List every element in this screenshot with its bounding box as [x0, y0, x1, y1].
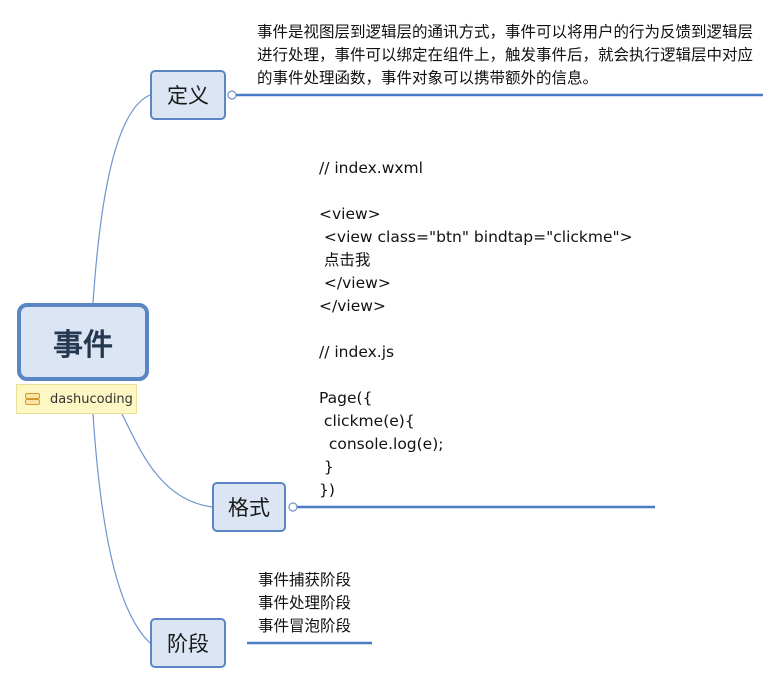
- format-collapse-handle: [288, 502, 298, 512]
- topic-format-label: 格式: [228, 496, 270, 520]
- central-topic-label: 事件: [53, 328, 113, 363]
- label-tag: dashucoding: [16, 384, 137, 414]
- code-line: clickme(e){: [319, 412, 415, 430]
- topic-phases-label: 阶段: [167, 632, 209, 656]
- code-line: <view>: [319, 205, 381, 223]
- connector-root-definition: [92, 94, 151, 304]
- code-line: // index.js: [319, 343, 395, 361]
- definition-text: 事件是视图层到逻辑层的通讯方式，事件可以将用户的行为反馈到逻辑层进行处理，事件可…: [257, 23, 754, 87]
- phase-item: 事件冒泡阶段: [258, 617, 352, 635]
- phase-item: 事件捕获阶段: [258, 571, 352, 589]
- label-tag-text: dashucoding: [50, 391, 133, 407]
- code-line: Page({: [319, 389, 373, 407]
- code-line: }): [319, 481, 335, 499]
- code-line: console.log(e);: [319, 435, 444, 453]
- topic-definition-label: 定义: [167, 84, 209, 108]
- definition-collapse-handle: [227, 90, 237, 100]
- code-line: }: [319, 458, 334, 476]
- code-line: <view class="btn" bindtap="clickme">: [319, 228, 633, 246]
- topic-format[interactable]: 格式: [212, 482, 286, 532]
- code-line: </view>: [319, 274, 391, 292]
- connector-root-format: [121, 413, 213, 508]
- topic-phases[interactable]: 阶段: [150, 618, 226, 668]
- code-line: // index.wxml: [319, 159, 423, 177]
- phase-item: 事件处理阶段: [258, 594, 352, 612]
- topic-definition[interactable]: 定义: [150, 70, 226, 120]
- code-line: </view>: [319, 297, 386, 315]
- label-icon: [25, 392, 40, 406]
- connector-root-phases: [92, 413, 151, 644]
- code-line: 点击我: [319, 251, 371, 269]
- central-topic[interactable]: 事件: [17, 303, 149, 381]
